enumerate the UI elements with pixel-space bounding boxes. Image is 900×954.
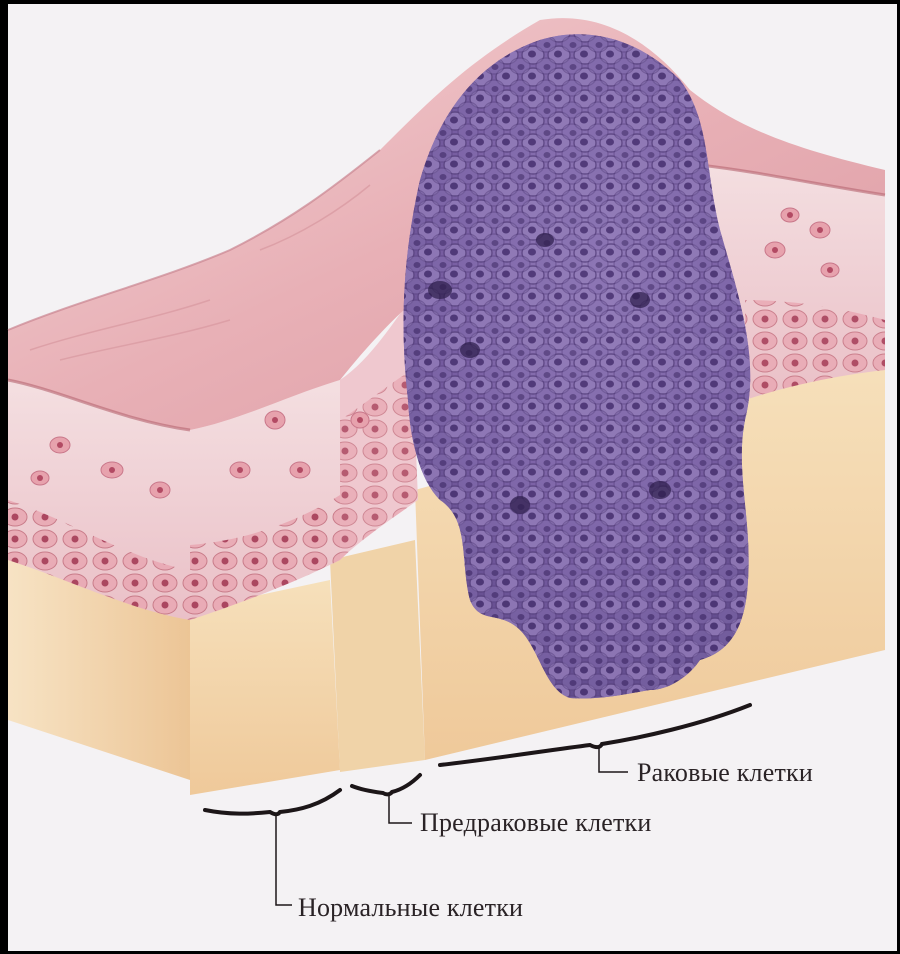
cancer-cells-label: Раковые клетки <box>637 758 813 788</box>
normal-cells-label: Нормальные клетки <box>298 893 523 923</box>
dermis-precancer-block <box>330 540 425 772</box>
precancerous-cells-label: Предраковые клетки <box>420 808 652 838</box>
